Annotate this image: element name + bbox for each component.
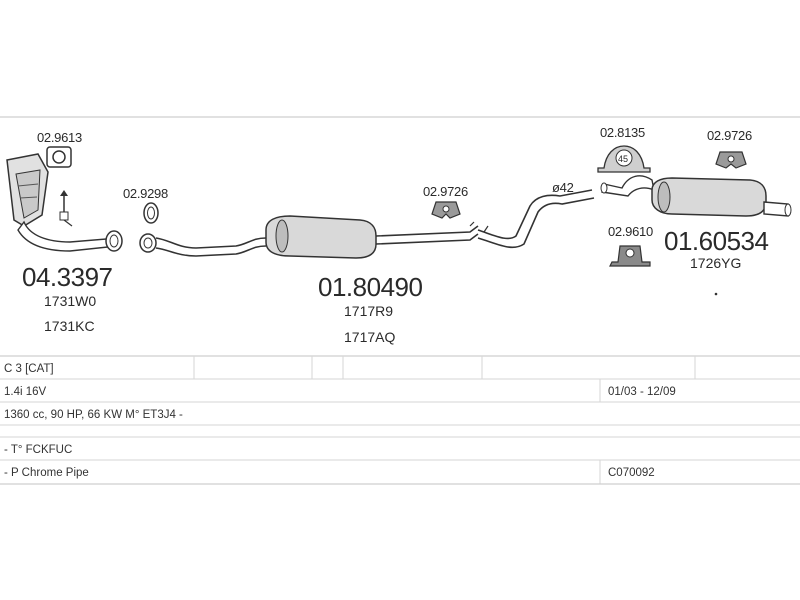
clamp-size-label: 45 — [618, 154, 628, 164]
rubber-hanger-1-icon — [431, 201, 461, 219]
cell-dates: 01/03 - 12/09 — [608, 386, 676, 398]
middle-alt-code-1: 1717R9 — [344, 303, 393, 319]
cat-gasket-code: 02.9613 — [37, 130, 82, 145]
cell-type: - T° FCKFUC — [4, 444, 72, 456]
cell-model: C 3 [CAT] — [4, 363, 54, 375]
front-ring-code: 02.9298 — [123, 186, 168, 201]
rear-part-code: 01.60534 — [664, 226, 768, 256]
pipe-clamp-icon: 45 — [597, 145, 651, 173]
hanger-2-code: 02.9726 — [707, 128, 752, 143]
cell-engine: 1.4i 16V — [4, 386, 47, 398]
cat-gasket-icon — [46, 146, 72, 168]
cell-details: 1360 cc, 90 HP, 66 KW M° ET3J4 - — [4, 409, 183, 421]
rear-silencer-icon — [600, 175, 792, 217]
middle-silencer-icon — [139, 189, 595, 259]
cell-pipe: - P Chrome Pipe — [4, 467, 89, 479]
cat-alt-code-1: 1731W0 — [44, 293, 96, 309]
hanger-1-code: 02.9726 — [423, 184, 468, 199]
cat-alt-code-2: 1731KC — [44, 318, 95, 334]
oxygen-sensor-icon — [59, 190, 73, 227]
pipe-diameter-label: ø42 — [552, 180, 574, 195]
ring-gasket-icon — [143, 202, 159, 224]
mount-bracket-icon — [609, 245, 651, 267]
middle-alt-code-2: 1717AQ — [344, 329, 395, 345]
rubber-hanger-2-icon — [715, 151, 747, 169]
catalytic-converter-icon — [6, 153, 123, 252]
cell-pipe-code: C070092 — [608, 467, 655, 479]
middle-part-code: 01.80490 — [318, 272, 422, 302]
mount-code: 02.9610 — [608, 224, 653, 239]
dot-mark — [714, 292, 718, 296]
spec-table: C 3 [CAT] 1.4i 16V 01/03 - 12/09 1360 cc… — [0, 355, 800, 485]
cat-part-code: 04.3397 — [22, 262, 113, 292]
rear-alt-code-1: 1726YG — [690, 255, 741, 271]
clamp-code: 02.8135 — [600, 125, 645, 140]
